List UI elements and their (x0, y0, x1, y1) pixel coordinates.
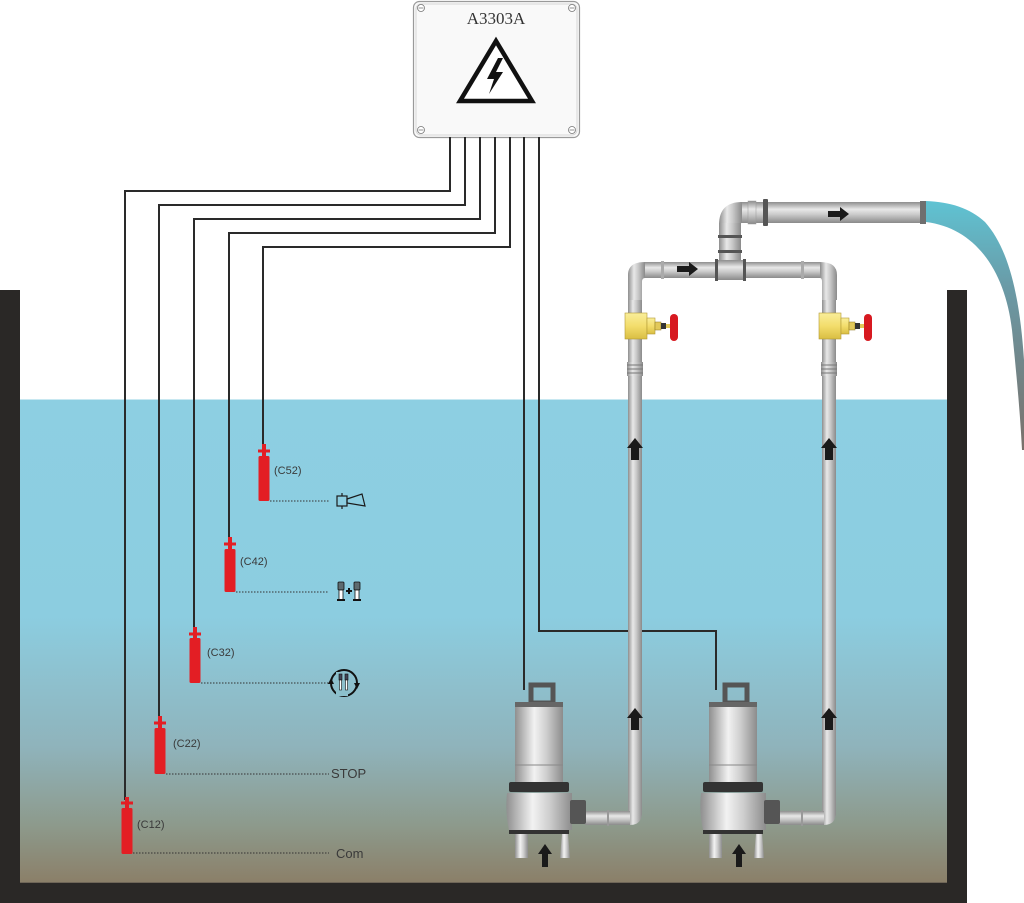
cable-c32 (193, 137, 481, 628)
controller-box[interactable]: A3303A (412, 0, 581, 139)
manifold-pipe (628, 259, 837, 300)
float-switch-c32 (189, 627, 201, 683)
up-arrow-icon (627, 438, 643, 460)
sensor-label-c52: (C52) (274, 465, 302, 477)
up-arrow-icon (538, 844, 552, 867)
pump-alternation-icon (328, 669, 360, 697)
flow-arrow-icon (677, 262, 698, 276)
riser-pipe-2 (821, 300, 837, 815)
high-voltage-warning-icon (456, 36, 536, 104)
up-arrow-icon (821, 438, 837, 460)
riser-pipe-1 (627, 300, 643, 815)
float-switch-c52 (258, 444, 270, 501)
stop-level-label: STOP (331, 766, 366, 781)
screw-icon (417, 4, 576, 134)
control-cables (124, 137, 717, 800)
water-fill (20, 399, 947, 883)
alarm-horn-icon (336, 493, 366, 509)
controller-model-label: A3303A (467, 9, 526, 28)
sensor-label-c42: (C42) (240, 556, 268, 568)
cable-c52 (262, 137, 511, 444)
pump-2-outlet (779, 795, 836, 826)
cable-c42 (228, 137, 496, 537)
tank-right-wall (947, 290, 967, 903)
submersible-pump-1[interactable] (506, 682, 586, 867)
pump-1-outlet (585, 795, 642, 826)
discharge-pipe (718, 199, 926, 265)
two-pumps-parallel-icon (337, 581, 361, 601)
float-switch-c12 (121, 797, 133, 854)
tank (0, 290, 967, 903)
valve-handle[interactable] (864, 314, 872, 341)
up-arrow-icon (821, 708, 837, 730)
tank-left-wall (0, 290, 20, 903)
gate-valve-2[interactable] (818, 312, 872, 341)
sensor-label-c22: (C22) (173, 738, 201, 750)
valve-handle[interactable] (670, 314, 678, 341)
gate-valve-1[interactable] (624, 312, 678, 341)
cable-c12 (124, 137, 451, 800)
cable-c22 (158, 137, 466, 718)
cable-pump-2 (538, 137, 717, 690)
discharge-hose (926, 201, 1024, 450)
float-switch-c22 (154, 716, 166, 774)
sensor-label-c12: (C12) (137, 819, 165, 831)
float-switch-c42 (224, 537, 236, 592)
level-lines (133, 500, 329, 854)
up-arrow-icon (732, 844, 746, 867)
submersible-pump-2[interactable] (700, 682, 780, 867)
up-arrow-icon (627, 708, 643, 730)
sensor-label-c32: (C32) (207, 647, 235, 659)
tank-floor (0, 883, 967, 903)
common-level-label: Com (336, 846, 363, 861)
flow-arrow-icon (828, 207, 849, 221)
